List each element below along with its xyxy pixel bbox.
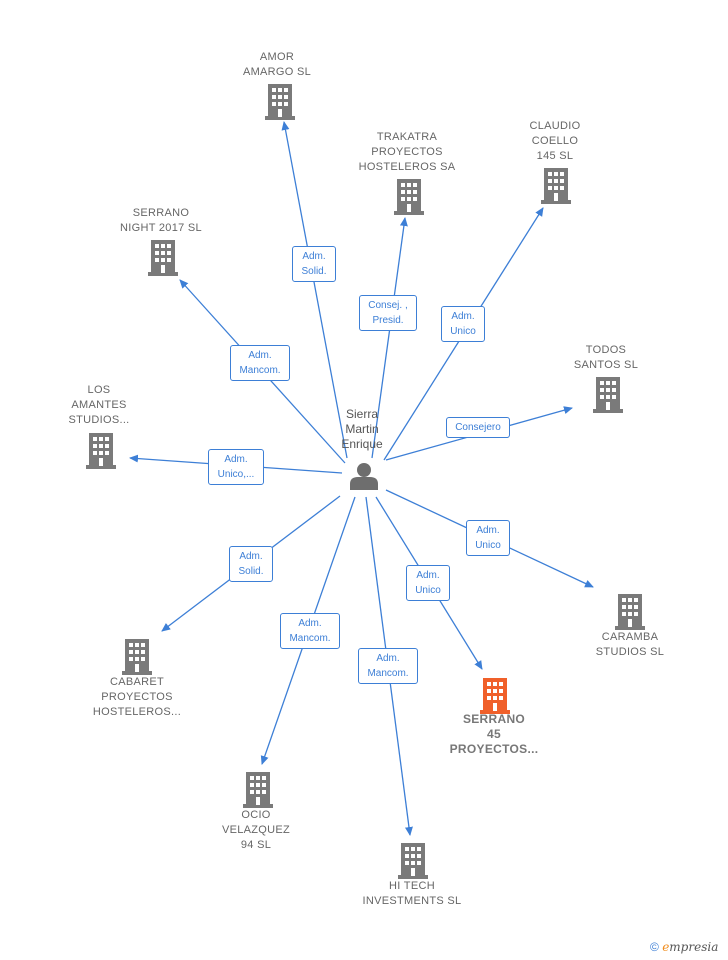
company-name-line: INVESTMENTS SL [362,895,462,907]
relation-label-serrano45[interactable]: Adm. Unico [406,565,450,601]
relation-text: Consejero [455,422,501,433]
relation-text: Consej. , [368,300,408,311]
relation-text: Unico [475,540,501,551]
relation-text: Unico,... [217,469,255,480]
company-name-line: COELLO [531,135,579,147]
company-name-line: SANTOS SL [573,359,639,371]
company-name-line: HOSTELEROS SA [358,161,456,173]
relation-label-caramba[interactable]: Adm. Unico [466,520,510,556]
person-name-line: Martin [345,422,379,436]
building-icon[interactable] [593,377,623,413]
edge-amor [281,121,348,459]
copyright-icon: © [650,940,659,954]
relation-text: Adm. [298,618,322,629]
company-name-line: SERRANO [132,207,190,219]
relation-label-hitech[interactable]: Adm. Mancom. [358,648,418,684]
company-name-line: 145 SL [536,150,574,162]
relation-text: Adm. [248,350,272,361]
company-label-cabaret[interactable]: CABARET PROYECTOS HOSTELEROS... [67,675,207,720]
building-icon[interactable] [148,240,178,276]
relation-label-serrano-night[interactable]: Adm. Mancom. [230,345,290,381]
relation-text: Mancom. [289,633,331,644]
person-name-line: Enrique [341,437,383,451]
company-label-trakatra[interactable]: TRAKATRA PROYECTOS HOSTELEROS SA [337,130,477,175]
company-name-line: HOSTELEROS... [92,706,182,718]
relation-text: Adm. [376,653,400,664]
building-icon[interactable] [243,772,273,808]
company-label-ocio[interactable]: OCIO VELAZQUEZ 94 SL [186,808,326,853]
building-icon[interactable] [615,594,645,630]
relation-text: Adm. [476,525,500,536]
brand-logo-e: e [662,940,670,954]
company-name-line: CARAMBA [601,631,659,643]
building-icon[interactable] [541,168,571,204]
company-name-line: VELAZQUEZ [221,824,291,836]
relation-label-amor[interactable]: Adm. Solid. [292,246,336,282]
company-label-amor[interactable]: AMOR AMARGO SL [207,50,347,80]
company-label-claudio[interactable]: CLAUDIO COELLO 145 SL [485,119,625,164]
relation-text: Adm. [416,570,440,581]
company-name-line: TRAKATRA [376,131,438,143]
relation-label-trakatra[interactable]: Consej. , Presid. [359,295,417,331]
building-icon[interactable] [398,843,428,879]
company-label-serrano-night[interactable]: SERRANO NIGHT 2017 SL [91,206,231,236]
building-icon[interactable] [86,433,116,469]
footer-brand: © empresia [650,940,718,954]
company-label-caramba[interactable]: CARAMBA STUDIOS SL [560,630,700,660]
company-name-line: AMARGO SL [242,66,312,78]
company-label-hitech[interactable]: HI TECH INVESTMENTS SL [342,879,482,909]
relation-label-cabaret[interactable]: Adm. Solid. [229,546,273,582]
relation-text: Solid. [238,566,264,577]
company-name-line: 94 SL [240,839,272,851]
relation-label-claudio[interactable]: Adm. Unico [441,306,485,342]
company-name-line: PROYECTOS [371,146,443,158]
company-name-line: HI TECH [389,880,435,892]
person-name-line: Sierra [345,407,378,421]
company-name-line: AMANTES [71,399,127,411]
relation-text: Adm. [239,551,263,562]
company-label-amantes[interactable]: LOS AMANTES STUDIOS... [29,383,169,428]
relation-label-todos[interactable]: Consejero [446,417,510,438]
building-icon[interactable] [122,639,152,675]
relation-text: Unico [450,326,476,337]
relation-text: Adm. [451,311,475,322]
company-name-line: NIGHT 2017 SL [120,222,202,234]
relation-text: Mancom. [239,365,281,376]
company-name-line: STUDIOS SL [595,646,665,658]
company-name-line: PROYECTOS [101,691,173,703]
relation-text: Adm. [224,454,248,465]
building-icon[interactable] [480,678,510,714]
company-name-line: STUDIOS... [68,414,130,426]
building-icon[interactable] [394,179,424,215]
company-name-line: CABARET [109,676,165,688]
edge-trakatra [371,217,408,459]
company-name-line: TODOS [585,344,627,356]
company-name-line: CLAUDIO [529,120,581,132]
company-name-line: SERRANO [462,712,526,726]
building-icon[interactable] [265,84,295,120]
relation-label-amantes[interactable]: Adm. Unico,... [208,449,264,485]
person-icon[interactable] [350,463,378,490]
relation-text: Mancom. [367,668,409,679]
relation-text: Presid. [372,315,404,326]
relation-label-ocio[interactable]: Adm. Mancom. [280,613,340,649]
company-name-line: 45 [487,727,501,741]
company-name-line: AMOR [259,51,295,63]
company-name-line: PROYECTOS... [449,742,539,756]
company-name-line: LOS [87,384,111,396]
relation-text: Unico [415,585,441,596]
company-name-line: OCIO [241,809,271,821]
brand-logo-text: mpresia [669,940,719,954]
relation-text: Solid. [301,266,327,277]
relation-text: Adm. [302,251,326,262]
company-label-todos[interactable]: TODOS SANTOS SL [536,343,676,373]
